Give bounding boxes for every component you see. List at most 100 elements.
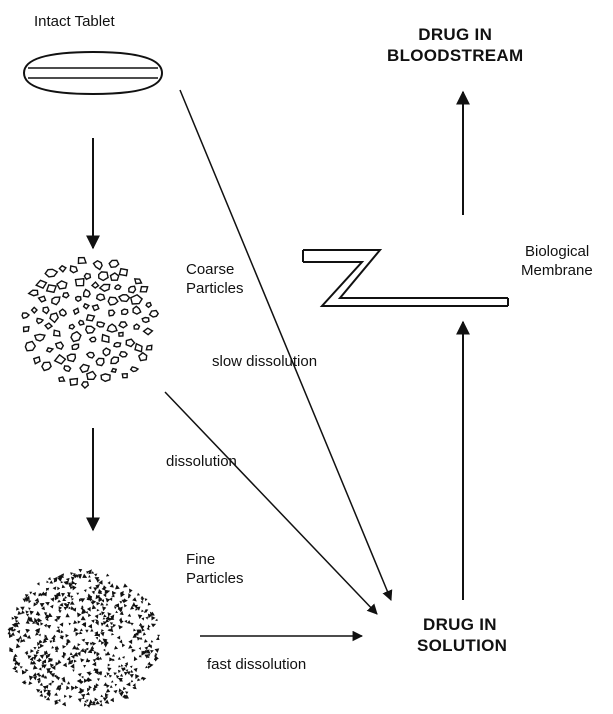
fine-particle bbox=[102, 600, 104, 602]
fine-particle bbox=[40, 691, 42, 693]
fine-particle bbox=[21, 611, 24, 614]
fine-particle bbox=[88, 614, 90, 617]
coarse-particle bbox=[133, 306, 141, 314]
coarse-particle bbox=[42, 362, 51, 370]
fine-particle bbox=[66, 614, 69, 617]
fine-particle bbox=[73, 646, 77, 649]
fine-particle bbox=[86, 612, 88, 614]
fine-particle bbox=[104, 644, 107, 647]
coarse-particle bbox=[87, 372, 96, 380]
fine-particle bbox=[129, 645, 132, 648]
fine-particle bbox=[97, 654, 100, 657]
coarse-particle bbox=[35, 334, 45, 341]
fine-particle bbox=[26, 653, 28, 655]
fine-particle bbox=[70, 586, 73, 589]
fine-particle bbox=[120, 620, 123, 623]
fine-particle bbox=[125, 665, 127, 667]
fine-particle bbox=[110, 584, 113, 587]
fine-particle bbox=[92, 642, 95, 645]
fine-particle bbox=[74, 653, 78, 657]
fine-particle bbox=[133, 684, 135, 687]
coarse-particle bbox=[129, 286, 136, 292]
fine-particle bbox=[81, 616, 85, 620]
fine-particle bbox=[108, 613, 111, 616]
fine-particle bbox=[39, 674, 41, 676]
fine-particle bbox=[143, 633, 145, 636]
coarse-particle bbox=[119, 295, 130, 302]
fine-particle bbox=[84, 665, 86, 667]
fine-particle bbox=[148, 625, 150, 627]
fine-particle bbox=[96, 622, 99, 625]
fine-particle bbox=[61, 631, 63, 633]
fine-particle bbox=[95, 632, 98, 635]
coarse-particle bbox=[150, 311, 159, 318]
fine-particle bbox=[122, 600, 125, 603]
fine-particle bbox=[66, 686, 69, 689]
fine-particles-cluster bbox=[8, 569, 160, 707]
fine-particle bbox=[30, 611, 34, 615]
fine-particle bbox=[105, 675, 107, 677]
fine-particle bbox=[74, 660, 76, 662]
fine-particle bbox=[52, 666, 55, 670]
fine-particle bbox=[88, 678, 92, 681]
fine-particle bbox=[76, 633, 79, 636]
fine-particle bbox=[120, 640, 122, 643]
fine-particle bbox=[99, 640, 101, 642]
fine-particle bbox=[79, 576, 82, 579]
coarse-particle bbox=[140, 287, 147, 292]
fine-particle bbox=[83, 574, 87, 577]
coarse-particle bbox=[29, 290, 38, 296]
coarse-particle bbox=[72, 344, 78, 349]
biological-membrane-line2: Membrane bbox=[521, 261, 593, 280]
fine-particle bbox=[146, 617, 148, 619]
fine-particle bbox=[118, 670, 120, 672]
fine-particle bbox=[85, 701, 87, 703]
coarse-particle bbox=[84, 274, 90, 280]
fine-particle bbox=[97, 679, 99, 681]
fine-particle bbox=[48, 694, 51, 697]
fine-particle bbox=[95, 698, 98, 701]
fine-particle bbox=[45, 676, 47, 678]
fine-particle bbox=[148, 666, 150, 668]
fine-particle bbox=[111, 698, 114, 702]
fine-particle bbox=[71, 686, 74, 690]
fine-particle bbox=[37, 678, 40, 681]
fine-particle bbox=[99, 581, 102, 585]
fine-particle bbox=[41, 674, 44, 677]
fine-particle bbox=[89, 686, 91, 689]
fine-particles-label: Fine Particles bbox=[186, 550, 244, 588]
fine-particle bbox=[89, 587, 91, 589]
coarse-particle bbox=[126, 339, 134, 346]
coarse-particle bbox=[111, 273, 119, 280]
fine-particle bbox=[108, 664, 110, 666]
fine-particle bbox=[92, 591, 94, 594]
fine-particle bbox=[101, 630, 103, 632]
fine-particle bbox=[23, 599, 26, 602]
fine-particle bbox=[102, 587, 105, 590]
fine-particle bbox=[39, 659, 42, 662]
fine-particle bbox=[84, 704, 86, 707]
fine-particle bbox=[124, 584, 128, 587]
coarse-particle bbox=[47, 348, 53, 352]
fine-particle bbox=[118, 657, 120, 659]
fine-particle bbox=[66, 635, 69, 638]
fine-particle bbox=[97, 602, 100, 605]
fine-particle bbox=[53, 587, 56, 590]
fine-particle bbox=[88, 607, 91, 611]
fine-particle bbox=[68, 682, 70, 684]
fine-particle bbox=[29, 676, 33, 680]
coarse-particle bbox=[119, 332, 123, 336]
fine-particle bbox=[132, 649, 135, 652]
coarse-particle bbox=[39, 296, 46, 302]
fine-particle bbox=[58, 600, 61, 602]
coarse-particle bbox=[76, 297, 81, 302]
fine-particle bbox=[119, 693, 123, 696]
fine-particle bbox=[157, 637, 160, 640]
biological-membrane-label: Biological Membrane bbox=[521, 242, 593, 280]
coarse-particles-label-line1: Coarse bbox=[186, 260, 244, 279]
fine-particle bbox=[50, 664, 53, 667]
fast-dissolution-label: fast dissolution bbox=[207, 655, 306, 674]
coarse-particle bbox=[101, 374, 110, 381]
coarse-particle bbox=[86, 326, 95, 333]
fine-particle bbox=[16, 639, 19, 643]
